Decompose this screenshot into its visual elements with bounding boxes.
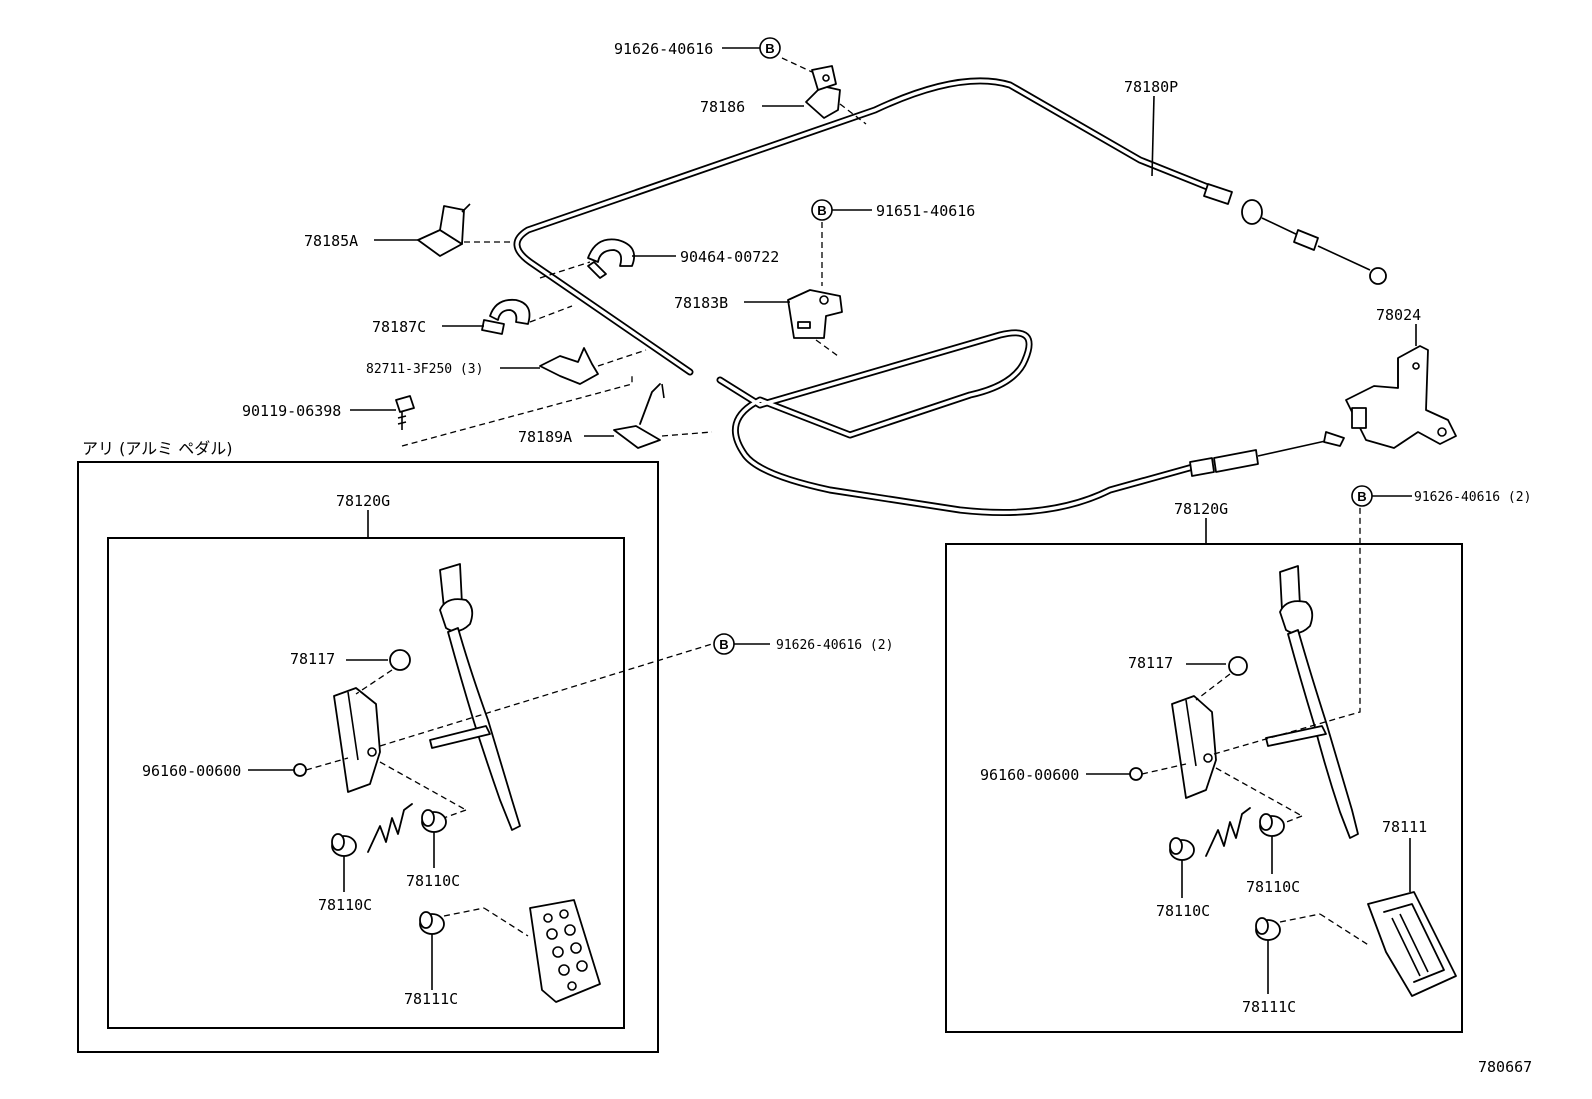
label-right-78120G: 78120G bbox=[1174, 500, 1228, 518]
label-91626-40616-2-right: 91626-40616 (2) bbox=[1414, 490, 1531, 505]
accelerator-cable bbox=[513, 77, 1387, 516]
clip-82711-3F250 bbox=[539, 347, 599, 385]
right-pedal-pad-78111 bbox=[1367, 891, 1457, 997]
bolt-90119-06398 bbox=[395, 395, 415, 430]
right-pedal-bracket bbox=[1171, 695, 1217, 799]
label-78185A: 78185A bbox=[304, 232, 358, 250]
right-spring bbox=[1205, 807, 1251, 857]
label-78187C: 78187C bbox=[372, 318, 426, 336]
label-left-78111C: 78111C bbox=[404, 990, 458, 1008]
callout-b-right-shaft: B bbox=[1351, 485, 1373, 507]
label-right-78117: 78117 bbox=[1128, 654, 1173, 672]
label-right-78111C: 78111C bbox=[1242, 998, 1296, 1016]
right-bushing-a bbox=[1169, 837, 1195, 861]
label-right-96160-00600: 96160-00600 bbox=[980, 766, 1079, 784]
label-82711-3F250: 82711-3F250 (3) bbox=[366, 362, 483, 377]
label-78024: 78024 bbox=[1376, 306, 1421, 324]
label-left-78120G: 78120G bbox=[336, 492, 390, 510]
callout-b-91651: B bbox=[811, 199, 833, 221]
left-pedal-bracket bbox=[333, 687, 381, 793]
right-stopper-78117 bbox=[1228, 656, 1248, 676]
clip-78189A bbox=[613, 383, 665, 449]
label-diagram-code: 780667 bbox=[1478, 1058, 1532, 1076]
label-78189A: 78189A bbox=[518, 428, 572, 446]
label-right-78110C-b: 78110C bbox=[1246, 878, 1300, 896]
svg-text:B: B bbox=[1357, 489, 1366, 504]
bracket-78185A bbox=[417, 203, 471, 257]
left-inner-box bbox=[107, 537, 625, 1029]
label-78183B: 78183B bbox=[674, 294, 728, 312]
label-90119-06398: 90119-06398 bbox=[242, 402, 341, 420]
label-variant-note: アリ (アルミ ペダル) bbox=[82, 439, 233, 458]
left-spring bbox=[367, 803, 413, 853]
label-right-78111: 78111 bbox=[1382, 818, 1427, 836]
label-78180P: 78180P bbox=[1124, 78, 1178, 96]
left-pedal-arm bbox=[439, 563, 521, 831]
clip-78186 bbox=[805, 65, 841, 119]
bracket-78183B bbox=[787, 289, 843, 339]
left-bushing-78111C bbox=[419, 911, 445, 935]
right-box bbox=[945, 543, 1463, 1033]
bracket-78024 bbox=[1345, 345, 1457, 449]
label-91651-40616: 91651-40616 bbox=[876, 202, 975, 220]
left-bushing-b bbox=[421, 809, 447, 833]
callout-b-left-shaft: B bbox=[713, 633, 735, 655]
label-left-78117: 78117 bbox=[290, 650, 335, 668]
label-left-91626-40616-2: 91626-40616 (2) bbox=[776, 638, 893, 653]
svg-text:B: B bbox=[817, 203, 826, 218]
label-left-96160-00600: 96160-00600 bbox=[142, 762, 241, 780]
label-91626-40616-top: 91626-40616 bbox=[614, 40, 713, 58]
svg-text:B: B bbox=[719, 637, 728, 652]
label-78186: 78186 bbox=[700, 98, 745, 116]
left-clip-96160 bbox=[293, 763, 307, 777]
label-left-78110C-a: 78110C bbox=[318, 896, 372, 914]
label-90464-00722: 90464-00722 bbox=[680, 248, 779, 266]
svg-text:B: B bbox=[765, 41, 774, 56]
label-left-78110C-b: 78110C bbox=[406, 872, 460, 890]
callout-b-top: B bbox=[759, 37, 781, 59]
left-outer-box bbox=[77, 461, 659, 1053]
clamp-78187C bbox=[481, 298, 531, 335]
right-bushing-b bbox=[1259, 813, 1285, 837]
clamp-90464-00722 bbox=[587, 238, 636, 279]
right-pedal-arm bbox=[1279, 565, 1359, 839]
left-bushing-a bbox=[331, 833, 357, 857]
left-stopper-78117 bbox=[389, 649, 411, 671]
right-bushing-78111C bbox=[1255, 917, 1281, 941]
left-aluminium-pedal-pad bbox=[529, 899, 601, 1003]
label-right-78110C-a: 78110C bbox=[1156, 902, 1210, 920]
right-clip-96160 bbox=[1129, 767, 1143, 781]
